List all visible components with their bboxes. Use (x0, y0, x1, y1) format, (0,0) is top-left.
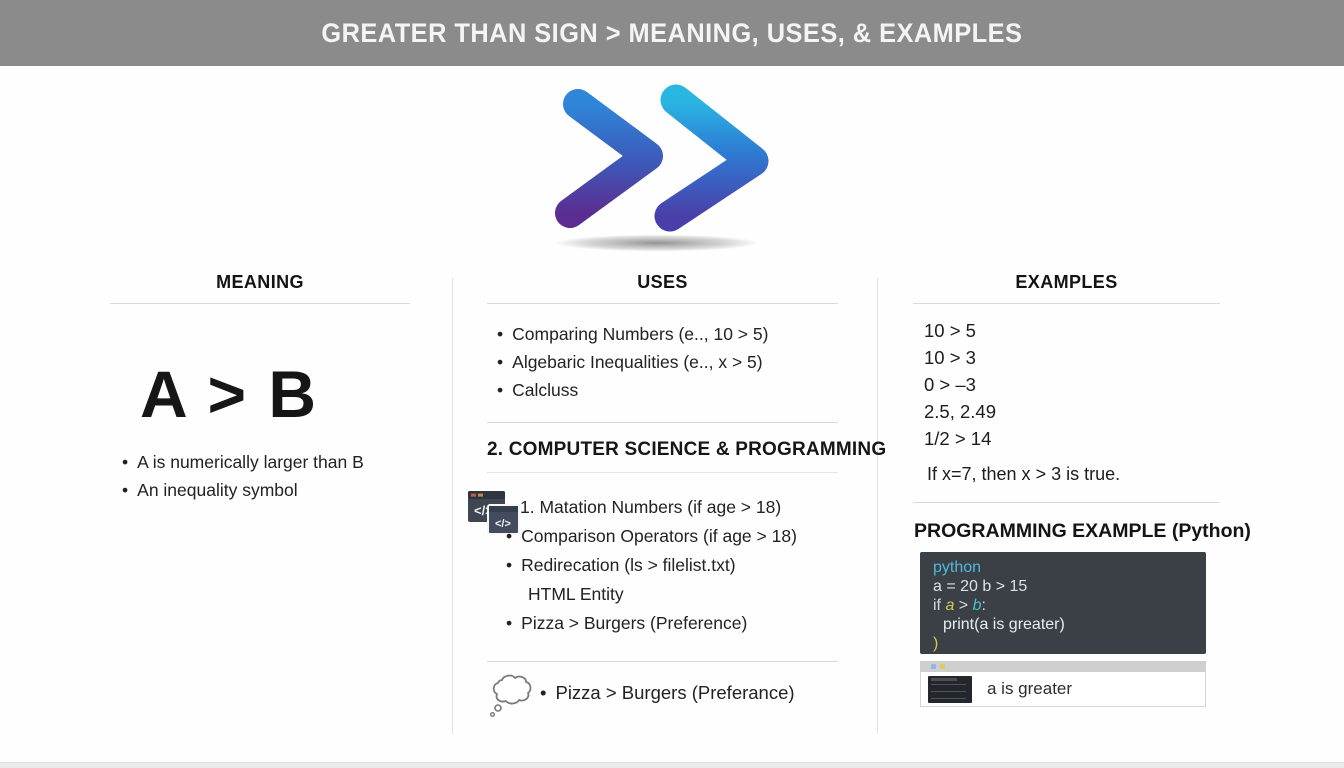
code-line-print: print(a is greater) (943, 616, 1065, 633)
list-item: 1. Matation Numbers (if age > 18) (520, 497, 782, 517)
uses-heading: USES (637, 272, 688, 292)
list-item: Calcluss (497, 376, 768, 404)
example-line: 10 > 5 (924, 320, 976, 341)
uses-divider-mid (487, 422, 838, 423)
output-window-body: a is greater (920, 672, 1206, 707)
window-dot-blue (931, 664, 936, 669)
header-bar: GREATER THAN SIGN > MEANING, USES, & EXA… (0, 0, 1344, 66)
uses-divider-top (487, 303, 838, 304)
code-line-assign: a = 20 b > 15 (933, 578, 1028, 595)
examples-note: If x=7, then x > 3 is true. (927, 464, 1121, 484)
list-item: A is numerically larger than B (122, 448, 364, 476)
uses-bullet-list: Comparing Numbers (e.., 10 > 5) Algebari… (497, 320, 768, 404)
list-item: Pizza > Burgers (Preference) (506, 609, 797, 638)
list-item: Comparing Numbers (e.., 10 > 5) (497, 320, 768, 348)
code-line-lang: python (933, 559, 982, 576)
examples-divider-mid (913, 502, 1220, 503)
python-code-block: python a = 20 b > 15 if a > b: print(a i… (920, 552, 1206, 654)
list-item: HTML Entity (528, 584, 624, 604)
list-item: Comparison Operators (if age > 18) (506, 522, 797, 551)
uses-programming-list: 1. Matation Numbers (if age > 18) Compar… (506, 493, 797, 638)
bottom-strip (0, 762, 1344, 768)
list-item: Redirecation (ls > filelist.txt) (506, 551, 797, 580)
example-line: 1/2 > 14 (924, 428, 992, 449)
output-window-titlebar (920, 661, 1206, 672)
uses-divider-sub (487, 472, 838, 473)
column-divider-1 (452, 278, 453, 734)
meaning-heading: MEANING (216, 272, 304, 292)
uses-divider-bottom (487, 661, 838, 662)
window-dot-yellow (940, 664, 945, 669)
chevron-right (654, 84, 769, 232)
programming-example-heading: PROGRAMMING EXAMPLE (Python) (914, 520, 1251, 542)
examples-list: 10 > 5 10 > 3 0 > –3 2.5, 2.49 1/2 > 14 (924, 317, 996, 452)
examples-divider-top (913, 303, 1220, 304)
code-line-if: if a > b: (933, 597, 986, 614)
example-line: 2.5, 2.49 (924, 401, 997, 422)
meaning-divider (110, 303, 410, 304)
big-expression: A > B (140, 357, 319, 431)
code-windows-icon: </> </> (468, 491, 520, 535)
output-window: a is greater (920, 661, 1206, 707)
examples-heading: EXAMPLES (1015, 272, 1118, 292)
double-chevron-logo (555, 84, 769, 252)
list-item: An inequality symbol (122, 476, 364, 504)
logo-shadow (555, 234, 759, 252)
example-line: 0 > –3 (924, 374, 976, 395)
column-divider-2 (877, 278, 878, 734)
meaning-bullet-list: A is numerically larger than B An inequa… (122, 448, 364, 504)
terminal-thumbnail-icon (928, 675, 972, 703)
chevron-left (555, 89, 663, 228)
list-item: Algebaric Inequalities (e.., x > 5) (497, 348, 768, 376)
uses-footer-item: Pizza > Burgers (Preferance) (540, 682, 794, 704)
code-line-paren: ) (933, 635, 939, 652)
page-title: GREATER THAN SIGN > MEANING, USES, & EXA… (321, 17, 1023, 48)
thought-bubble-icon (490, 674, 532, 718)
example-line: 10 > 3 (924, 347, 976, 368)
uses-section2-heading: 2. COMPUTER SCIENCE & PROGRAMMING (487, 439, 887, 460)
output-text: a is greater (987, 679, 1073, 698)
